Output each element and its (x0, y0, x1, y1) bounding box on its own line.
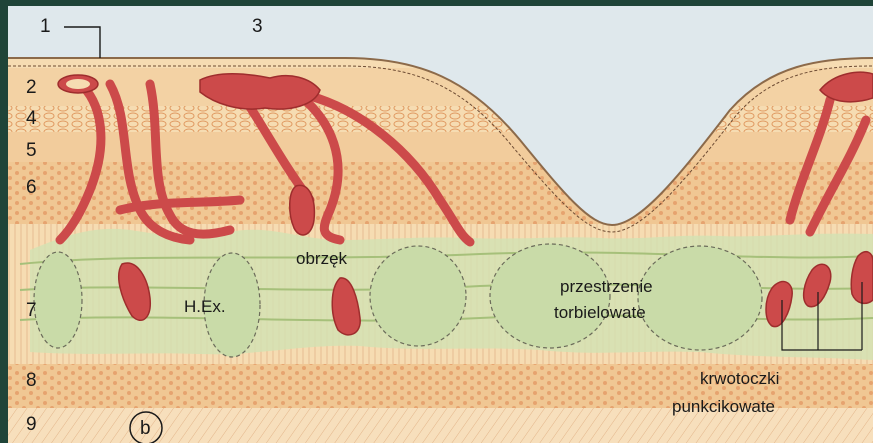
label-hemorrhages-line1: krwotoczki (700, 369, 779, 388)
layer-number-2: 2 (26, 77, 37, 98)
panel-label: b (140, 418, 151, 439)
layer-number-5: 5 (26, 140, 37, 161)
layer-number-7: 7 (26, 300, 37, 321)
label-hard-exudate: H.Ex. (184, 297, 226, 316)
layer-number-8: 8 (26, 370, 37, 391)
label-cystic-spaces-line2: torbielowate (554, 303, 646, 322)
layer-number-4: 4 (26, 108, 37, 129)
layer-number-3: 3 (252, 16, 263, 37)
layer-number-1: 1 (40, 16, 51, 37)
layer-number-6: 6 (26, 177, 37, 198)
label-edema: obrzęk (296, 249, 348, 268)
label-cystic-spaces-line1: przestrzenie (560, 277, 653, 296)
layer-number-9: 9 (26, 414, 37, 435)
label-hemorrhages-line2: punkcikowate (672, 397, 775, 416)
